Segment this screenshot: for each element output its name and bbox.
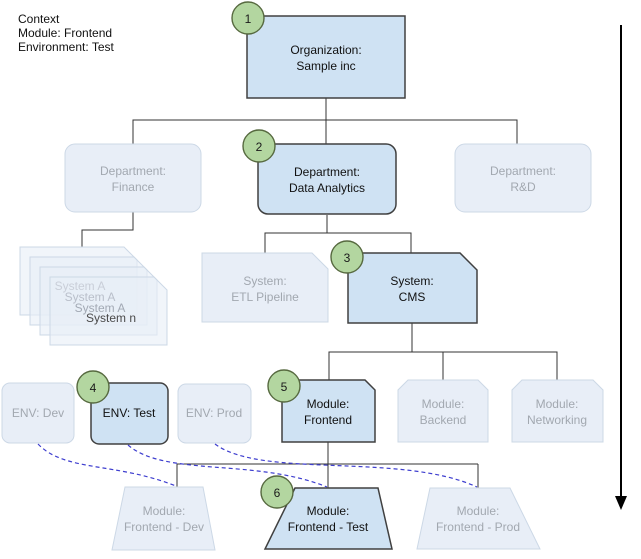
system-stack-label-4: System n <box>86 311 136 325</box>
node-module-frontend-prod: Module: Frontend - Prod <box>416 487 541 550</box>
step-badge-1-number: 1 <box>245 12 252 26</box>
node-module-frontend-dev: Module: Frontend - Dev <box>111 486 216 551</box>
node-module-backend: Module: Backend <box>397 379 489 443</box>
node-organization: Organization: Sample inc <box>246 15 406 99</box>
step-badge-2: 2 <box>242 129 276 163</box>
step-badge-5-number: 5 <box>281 380 288 394</box>
context-environment: Environment: Test <box>18 40 114 54</box>
env-dev-label: ENV: Dev <box>12 406 64 420</box>
module-networking-label-line1: Module: <box>536 397 579 411</box>
node-env-prod: ENV: Prod <box>177 383 252 444</box>
step-badge-3-number: 3 <box>344 251 351 265</box>
module-frontend-test-label-line2: Frontend - Test <box>288 520 369 534</box>
link-env-dev-to-frontend-dev <box>37 443 177 487</box>
context-title: Context <box>18 12 60 26</box>
node-module-frontend-test: Module: Frontend - Test <box>263 487 393 550</box>
step-badge-5: 5 <box>267 369 301 403</box>
node-system-etl: System: ETL Pipeline <box>201 252 329 323</box>
dept-finance-label-line2: Finance <box>112 180 155 194</box>
step-badge-6-number: 6 <box>274 486 281 500</box>
context-module: Module: Frontend <box>18 26 112 40</box>
module-backend-label-line2: Backend <box>420 413 467 427</box>
module-networking-label-line2: Networking <box>527 413 587 427</box>
dept-rd-label-line2: R&D <box>510 180 536 194</box>
module-frontend-dev-label-line2: Frontend - Dev <box>124 520 204 534</box>
step-badge-3: 3 <box>330 240 364 274</box>
dept-finance-label-line1: Department: <box>100 164 166 178</box>
env-instance-links <box>37 443 478 488</box>
node-dept-finance: Department: Finance <box>64 143 202 213</box>
node-dept-data-analytics: Department: Data Analytics <box>257 143 397 215</box>
arrowhead-down-icon <box>615 496 627 510</box>
link-env-prod-to-frontend-prod <box>214 443 478 488</box>
dept-analytics-label-line2: Data Analytics <box>289 181 365 195</box>
organization-label-line2: Sample inc <box>296 59 355 73</box>
system-cms-label-line2: CMS <box>399 290 426 304</box>
node-module-networking: Module: Networking <box>511 379 604 443</box>
system-stack-label-1: System A <box>55 279 106 293</box>
node-system-cms: System: CMS <box>347 252 478 324</box>
step-badge-6: 6 <box>260 475 294 509</box>
module-frontend-label-line2: Frontend <box>304 413 352 427</box>
tree-connectors <box>81 98 558 488</box>
module-frontend-prod-label-line2: Frontend - Prod <box>436 520 520 534</box>
organization-label-line1: Organization: <box>290 43 361 57</box>
step-badge-4-number: 4 <box>90 381 97 395</box>
dept-rd-label-line1: Department: <box>490 164 556 178</box>
node-dept-rd: Department: R&D <box>454 143 592 213</box>
module-frontend-prod-label-line1: Module: <box>457 504 500 518</box>
env-test-label: ENV: Test <box>103 406 156 420</box>
flow-direction-arrow <box>615 25 627 510</box>
system-stack-label-2: System A <box>65 290 116 304</box>
module-backend-label-line1: Module: <box>422 397 465 411</box>
system-etl-label-line1: System: <box>243 274 286 288</box>
env-prod-label: ENV: Prod <box>186 406 242 420</box>
context-annotation: Context Module: Frontend Environment: Te… <box>18 12 114 54</box>
system-cms-label-line1: System: <box>390 274 433 288</box>
link-env-test-to-frontend-test <box>127 444 328 488</box>
node-system-stack: System A System A System A System n <box>19 246 168 346</box>
step-badge-1: 1 <box>231 1 265 35</box>
system-etl-label-line2: ETL Pipeline <box>231 290 299 304</box>
step-badge-2-number: 2 <box>256 140 263 154</box>
node-env-test: ENV: Test <box>90 382 169 445</box>
dept-analytics-label-line1: Department: <box>294 165 360 179</box>
system-stack-label-3: System A <box>75 301 126 315</box>
node-env-dev: ENV: Dev <box>1 382 75 444</box>
module-frontend-dev-label-line1: Module: <box>143 504 186 518</box>
step-badge-4: 4 <box>76 370 110 404</box>
module-frontend-test-label-line1: Module: <box>307 504 350 518</box>
module-frontend-label-line1: Module: <box>307 397 350 411</box>
